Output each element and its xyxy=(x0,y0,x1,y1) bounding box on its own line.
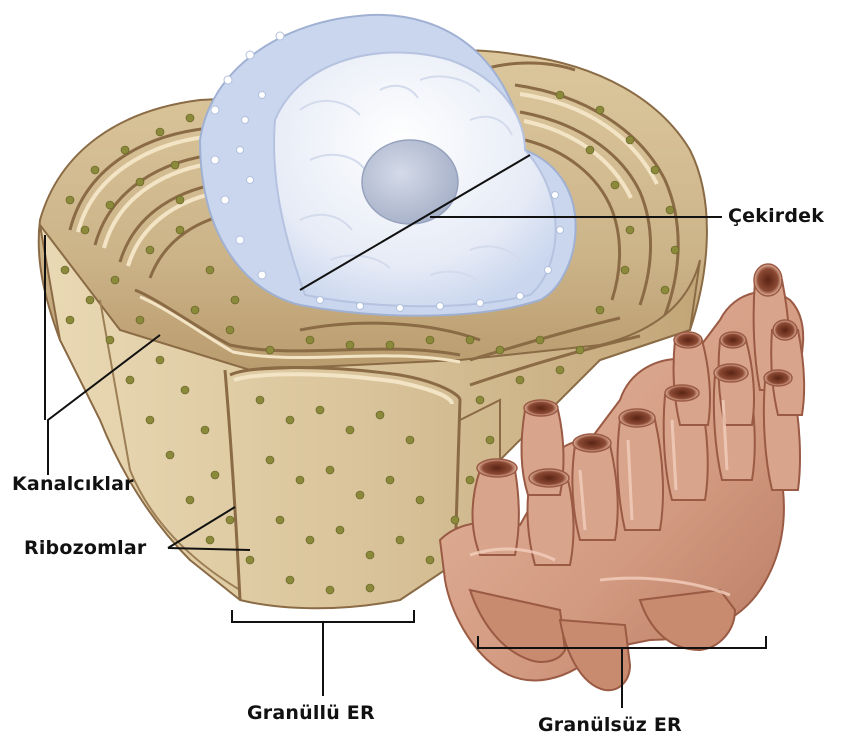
label-channels: Kanalcıklar xyxy=(12,473,134,495)
label-ribosomes: Ribozomlar xyxy=(24,537,146,559)
label-rough-er: Granüllü ER xyxy=(247,702,375,724)
label-smooth-er: Granülsüz ER xyxy=(538,714,682,736)
label-nucleus: Çekirdek xyxy=(728,205,824,227)
rough-er-bracket xyxy=(232,610,414,622)
